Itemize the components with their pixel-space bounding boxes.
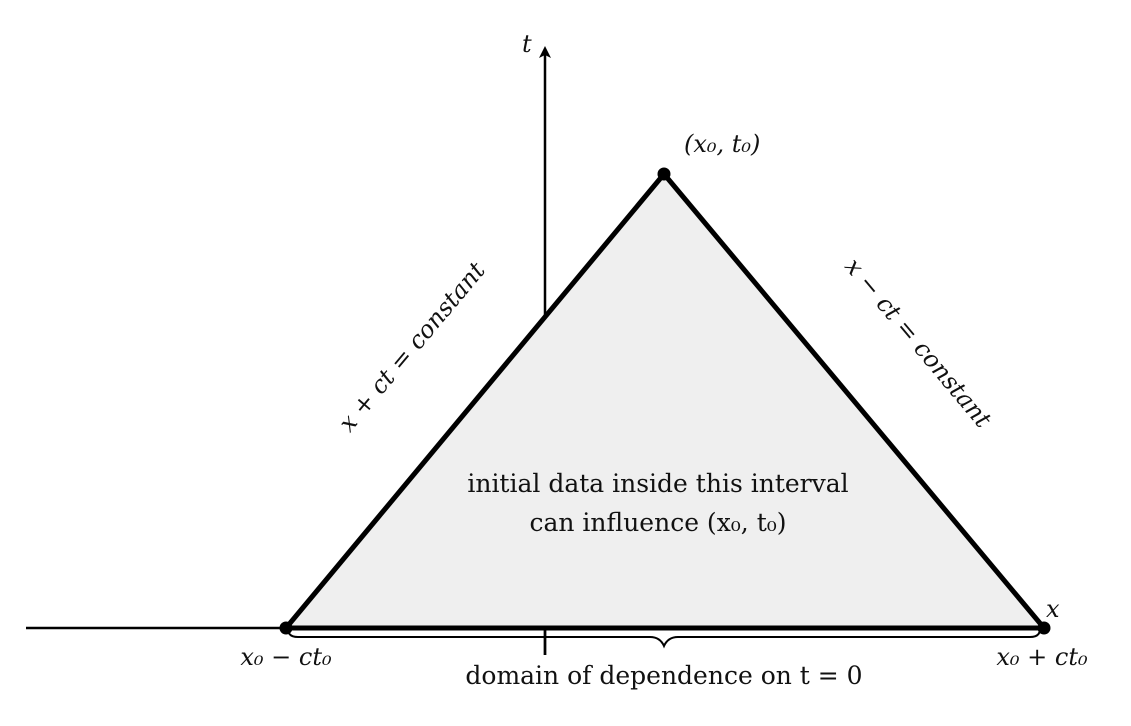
inside-text-line2: can influence (x₀, t₀): [529, 508, 786, 537]
right-end-label: x₀ + ct₀: [996, 643, 1088, 671]
t-axis-label: t: [522, 30, 532, 58]
right-characteristic-label: x − ct = constant: [839, 253, 997, 434]
characteristic-triangle: [283, 171, 1047, 631]
brace-label: domain of dependence on t = 0: [465, 661, 862, 690]
x-axis-label: x: [1046, 595, 1060, 623]
inside-text-line1: initial data inside this interval: [467, 469, 848, 498]
apex-label: (x₀, t₀): [684, 130, 760, 158]
domain-brace: [287, 628, 1041, 649]
apex-point: [657, 167, 671, 181]
left-end-point: [279, 621, 293, 635]
left-end-label: x₀ − ct₀: [240, 643, 332, 671]
